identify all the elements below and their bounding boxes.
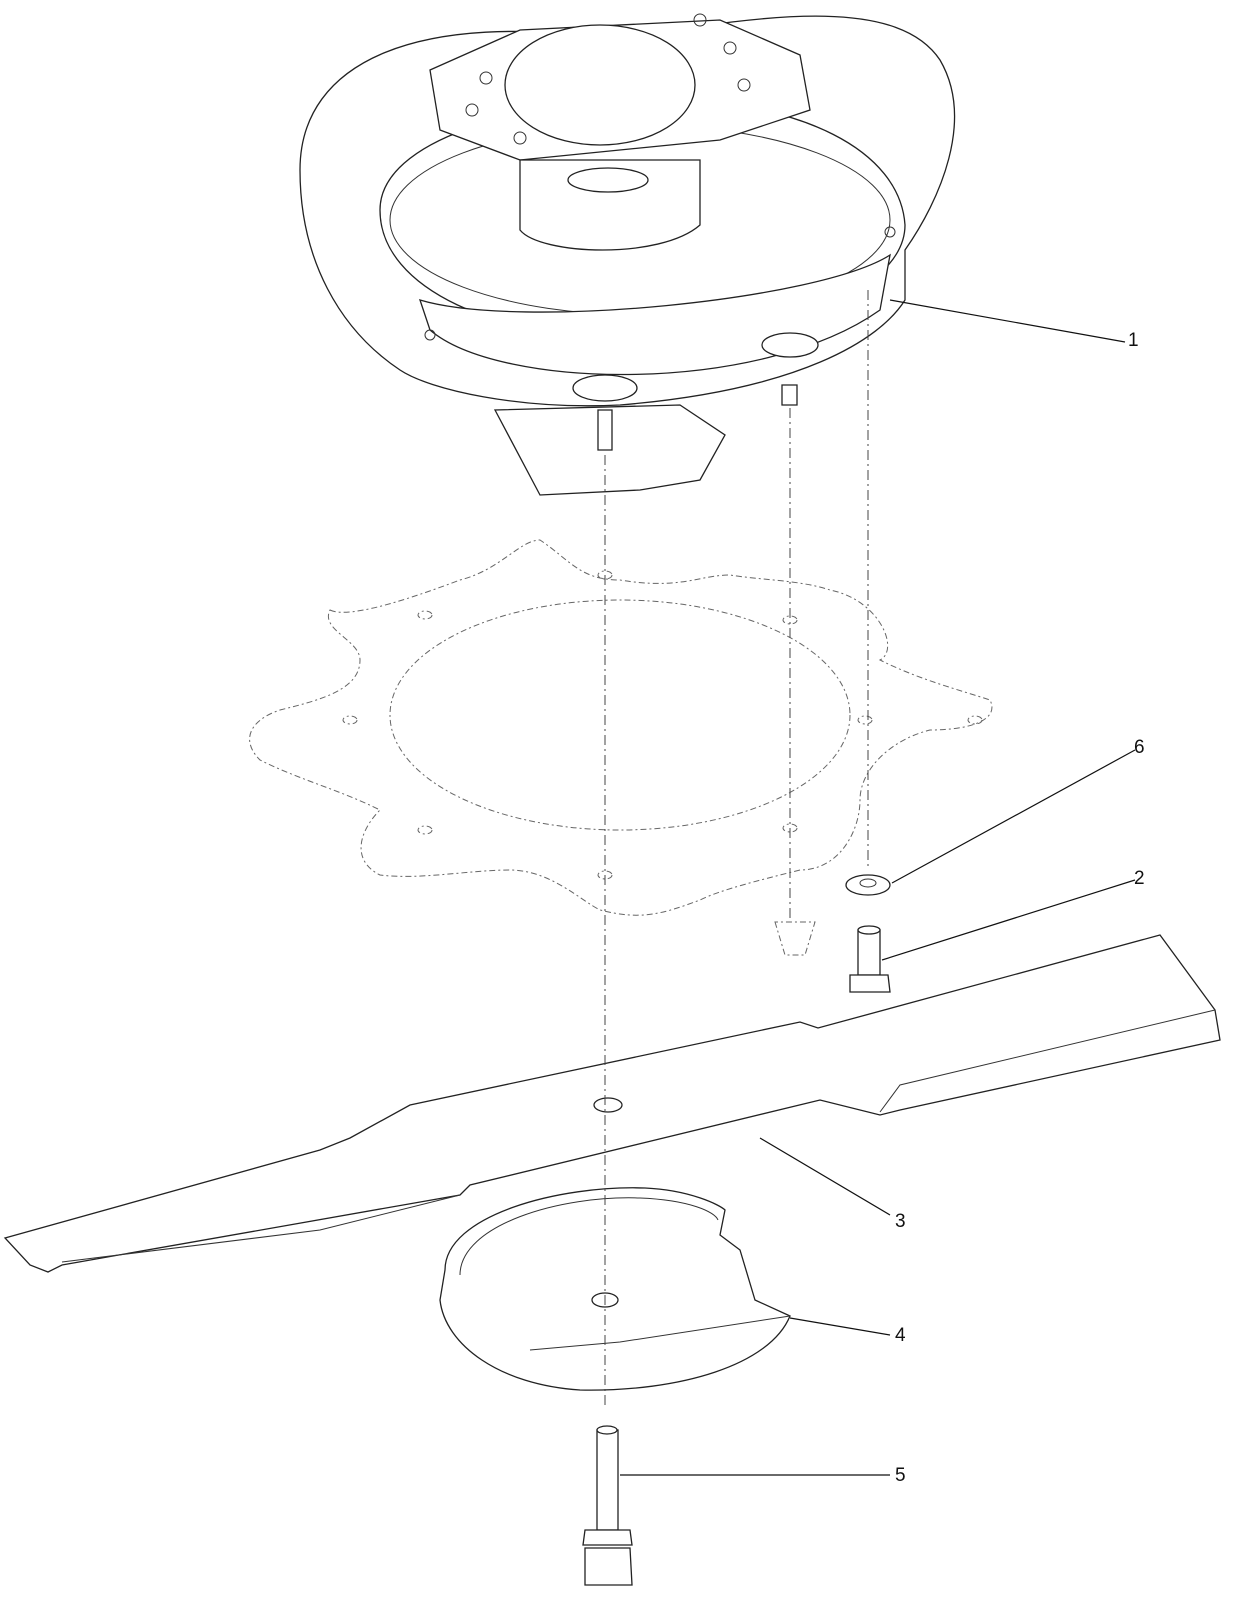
callout-5: 5 bbox=[895, 1465, 906, 1486]
callout-2: 2 bbox=[1134, 868, 1145, 889]
callout-3: 3 bbox=[895, 1211, 906, 1232]
callout-4: 4 bbox=[895, 1325, 906, 1346]
bolt bbox=[849, 925, 891, 993]
blade bbox=[3, 934, 1221, 1273]
spindle-housing bbox=[299, 13, 956, 496]
center-bolt bbox=[582, 1425, 633, 1586]
callout-6: 6 bbox=[1134, 737, 1145, 758]
callout-1: 1 bbox=[1128, 330, 1139, 351]
gasket-outline bbox=[249, 539, 993, 956]
blade-cup bbox=[439, 1187, 791, 1391]
washer bbox=[845, 874, 891, 896]
